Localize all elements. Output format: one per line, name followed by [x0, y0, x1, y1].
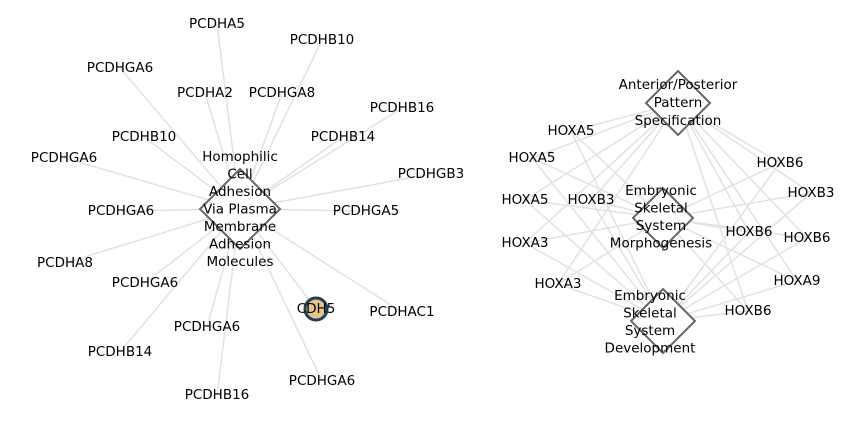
hub-left-label-line-6: Adhesion [209, 237, 271, 253]
gene-label-pcdhga6: PCDHGA6 [112, 275, 178, 291]
hub-skeletal-morphogenesis-label-line-1: Embryonic [625, 183, 697, 199]
edge-left-gene-15 [239, 208, 403, 313]
hub-anterior-posterior-label-line-1: Anterior/Posterior [619, 77, 738, 93]
edge-right-gene-10-hub-1 [677, 102, 798, 282]
gene-label-pcdhga6: PCDHGA6 [289, 373, 355, 389]
gene-label-pcdhb14: PCDHB14 [88, 344, 153, 360]
gene-label-hoxa5: HOXA5 [548, 123, 595, 139]
edge-right-gene-5-hub-1 [524, 102, 679, 201]
hub-skeletal-development-label-line-2: Skeletal [623, 306, 677, 322]
cdh5-label: CDH5 [297, 301, 336, 317]
gene-label-pcdhb10: PCDHB10 [290, 32, 355, 48]
gene-label-pcdhga5: PCDHGA5 [333, 203, 399, 219]
gene-label-hoxa3: HOXA3 [502, 235, 549, 251]
edge-right-gene-9-hub-1 [677, 102, 808, 239]
hub-skeletal-morphogenesis-label-line-4: Morphogenesis [610, 236, 712, 252]
edge-left-gene-17 [119, 208, 241, 353]
gene-label-pcdha8: PCDHA8 [37, 255, 93, 271]
hub-left-label-line-1: Homophilic [202, 149, 278, 165]
gene-label-hoxa3: HOXA3 [535, 276, 582, 292]
edge-right-gene-7-hub-3 [524, 242, 664, 322]
gene-label-pcdhac1: PCDHAC1 [369, 304, 434, 320]
gene-label-pcdhga8: PCDHGA8 [249, 85, 315, 101]
gene-label-pcdhga6: PCDHGA6 [174, 319, 240, 335]
cdh5-node-circle [303, 296, 329, 322]
hub-left-label-line-3: Adhesion [209, 184, 271, 200]
gene-label-pcdhb14: PCDHB14 [311, 129, 376, 145]
edge-right-gene-9-hub-3 [662, 237, 808, 322]
gene-label-pcdhb16: PCDHB16 [370, 100, 435, 116]
gene-label-hoxa9: HOXA9 [774, 273, 821, 289]
gene-label-pcdhga6: PCDHGA6 [88, 203, 154, 219]
edge-right-gene-7-hub-1 [524, 102, 679, 244]
gene-label-pcdha5: PCDHA5 [189, 16, 245, 32]
hub-skeletal-morphogenesis-label-line-2: Skeletal [634, 201, 688, 217]
gene-label-hoxb3: HOXB3 [787, 185, 834, 201]
edge-right-gene-11-hub-1 [557, 102, 679, 285]
hub-skeletal-development-label-line-3: System [625, 323, 675, 339]
gene-label-pcdhgb3: PCDHGB3 [398, 166, 464, 182]
edge-right-gene-2-hub-2 [531, 157, 664, 219]
gene-label-pcdhga6: PCDHGA6 [31, 150, 97, 166]
hub-anterior-posterior-diamond [644, 69, 712, 137]
gene-label-hoxb6: HOXB6 [756, 155, 803, 171]
edge-right-gene-4-hub-3 [662, 192, 812, 322]
hub-left-label-line-2: Cell [227, 167, 252, 183]
hub-anterior-posterior-label-line-3: Specification [635, 113, 722, 129]
edge-right-gene-4-hub-1 [677, 102, 812, 194]
edge-left-gene-18 [239, 208, 323, 382]
gene-label-hoxb6: HOXB6 [783, 230, 830, 246]
hub-left-label-line-5: Membrane [204, 219, 276, 235]
hub-left-label-line-7: Molecules [206, 254, 273, 270]
edge-right-gene-2-hub-1 [531, 102, 679, 159]
gene-label-hoxa5: HOXA5 [502, 192, 549, 208]
edge-right-gene-12-hub-1 [677, 102, 749, 312]
hub-skeletal-development-label-line-4: Development [605, 341, 696, 357]
gene-label-hoxb6: HOXB6 [724, 303, 771, 319]
edge-left-gene-2 [239, 39, 323, 210]
gene-label-pcdhb10: PCDHB10 [112, 129, 177, 145]
hub-skeletal-morphogenesis-diamond [631, 186, 695, 250]
hub-layer [198, 69, 712, 355]
edge-left-gene-3 [119, 67, 241, 210]
gene-label-hoxa5: HOXA5 [509, 150, 556, 166]
edge-right-gene-2-hub-3 [531, 157, 664, 322]
hub-skeletal-development-label-line-1: Embryonic [614, 288, 686, 304]
hub-skeletal-morphogenesis-label-line-3: System [636, 218, 686, 234]
gene-label-hoxb3: HOXB3 [567, 192, 614, 208]
gene-label-pcdha2: PCDHA2 [177, 85, 233, 101]
hub-skeletal-development-diamond [629, 287, 697, 355]
hub-homophilic-cell-adhesion-diamond [198, 167, 282, 251]
hub-left-label-line-4: Via Plasma [203, 202, 277, 218]
gene-label-pcdhb16: PCDHB16 [185, 387, 250, 403]
hub-anterior-posterior-label-line-2: Pattern [654, 95, 703, 111]
edge-right-gene-10-hub-2 [662, 217, 798, 282]
gene-label-pcdhga6: PCDHGA6 [87, 60, 153, 76]
edge-left-gene-6 [239, 107, 403, 210]
gene-label-hoxb6: HOXB6 [725, 224, 772, 240]
